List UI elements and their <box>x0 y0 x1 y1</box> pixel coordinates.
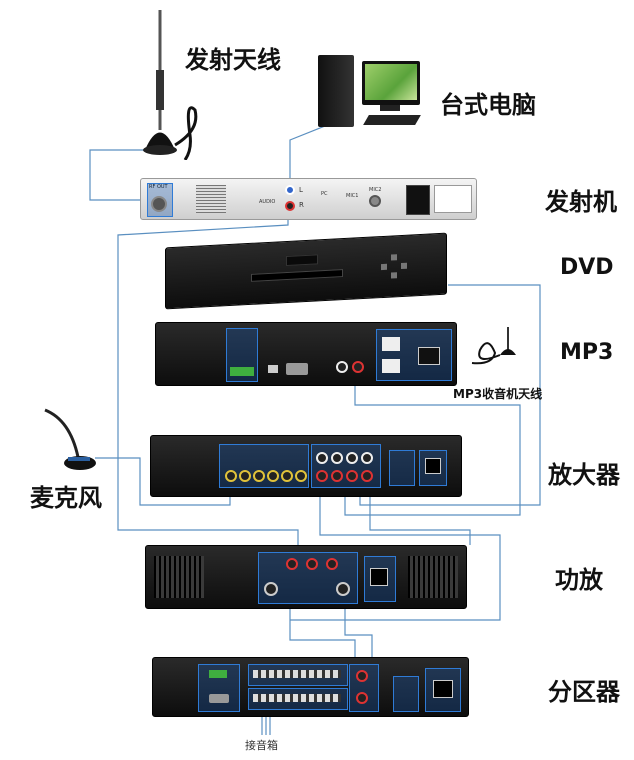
mp3-usb-port <box>268 365 278 373</box>
zoner-power-panel <box>425 668 461 712</box>
zoner-power-inlet <box>433 680 453 698</box>
mp3-out-r <box>352 361 364 373</box>
label-dvd: DVD <box>560 255 614 280</box>
mic2-label: MIC2 <box>369 187 382 193</box>
preamp-line-1 <box>316 452 328 464</box>
dvd-disc-tray <box>251 269 343 282</box>
transmitter-unit: RF OUT AUDIO L R PC MIC1 MIC2 <box>140 178 477 220</box>
mp3-unit <box>155 322 457 386</box>
audio-label: AUDIO <box>259 199 276 205</box>
mp3-outlet-2 <box>382 359 400 373</box>
antenna-icon <box>143 10 198 161</box>
fan-grille <box>196 185 226 213</box>
mic2-jack <box>369 195 381 207</box>
preamp-line-3 <box>346 452 358 464</box>
preamp-in-4 <box>267 470 279 482</box>
radio-antenna-icon <box>471 327 516 365</box>
power-amp-out-1 <box>286 558 298 570</box>
dvd-buttons <box>371 253 421 282</box>
label-mp3: MP3 <box>560 340 614 365</box>
power-inlet <box>406 185 430 215</box>
zoner-terminal-strip-top <box>253 670 341 678</box>
zoner-green-terminal <box>209 670 227 678</box>
label-preamp: 放大器 <box>548 461 620 489</box>
preamp-line-4 <box>361 452 373 464</box>
preamp-in-3 <box>253 470 265 482</box>
preamp-line-8 <box>361 470 373 482</box>
zoner-in-2 <box>356 692 368 704</box>
dvd-display <box>286 254 318 267</box>
transmit-antenna <box>140 10 200 161</box>
preamp-line-6 <box>331 470 343 482</box>
label-zoner: 分区器 <box>548 678 620 706</box>
rf-out-jack <box>151 196 167 212</box>
zoner-db9-port <box>209 694 229 703</box>
rf-out-label: RF OUT <box>149 184 168 190</box>
label-power-amp: 功放 <box>555 566 603 594</box>
spec-sticker <box>434 185 472 213</box>
microphone <box>40 405 100 475</box>
power-amplifier <box>145 545 467 609</box>
label-computer: 台式电脑 <box>440 91 536 119</box>
zoner-fuse-panel <box>393 676 419 712</box>
preamplifier <box>150 435 462 497</box>
r-label: R <box>299 201 304 209</box>
label-mp3-antenna: MP3收音机天线 <box>453 387 543 401</box>
power-amp-inlet <box>370 568 388 586</box>
label-antenna: 发射天线 <box>185 46 281 74</box>
preamp-in-6 <box>295 470 307 482</box>
preamp-line-7 <box>346 470 358 482</box>
preamp-in-5 <box>281 470 293 482</box>
pc-label: PC <box>321 191 328 197</box>
label-mic: 麦克风 <box>30 484 102 512</box>
power-amp-vent-right <box>408 556 458 598</box>
microphone-icon <box>44 408 96 470</box>
preamp-line-5 <box>316 470 328 482</box>
power-amp-xlr-2 <box>336 582 350 596</box>
power-amp-xlr-1 <box>264 582 278 596</box>
preamp-line-2 <box>331 452 343 464</box>
mp3-out-l <box>336 361 348 373</box>
preamp-in-1 <box>225 470 237 482</box>
l-label: L <box>299 186 303 194</box>
preamp-fuse-panel <box>389 450 415 486</box>
power-amp-out-3 <box>326 558 338 570</box>
mp3-green-terminals <box>230 367 254 376</box>
mp3-power-inlet <box>418 347 440 365</box>
label-transmitter: 发射机 <box>545 188 617 216</box>
zoner-in-1 <box>356 670 368 682</box>
zoner-terminal-strip-bottom <box>253 694 341 702</box>
power-amp-out-2 <box>306 558 318 570</box>
label-speaker: 接音箱 <box>245 739 278 752</box>
audio-l-jack <box>285 185 295 195</box>
zone-switcher <box>152 657 469 717</box>
mp3-radio-antenna <box>470 325 520 370</box>
mp3-serial-port <box>286 363 308 375</box>
preamp-in-2 <box>239 470 251 482</box>
preamp-power-inlet <box>425 458 441 474</box>
mp3-outlet-1 <box>382 337 400 351</box>
audio-r-jack <box>285 201 295 211</box>
desktop-computer <box>318 55 428 135</box>
power-amp-vent-left <box>154 556 204 598</box>
mic1-label: MIC1 <box>346 193 359 199</box>
